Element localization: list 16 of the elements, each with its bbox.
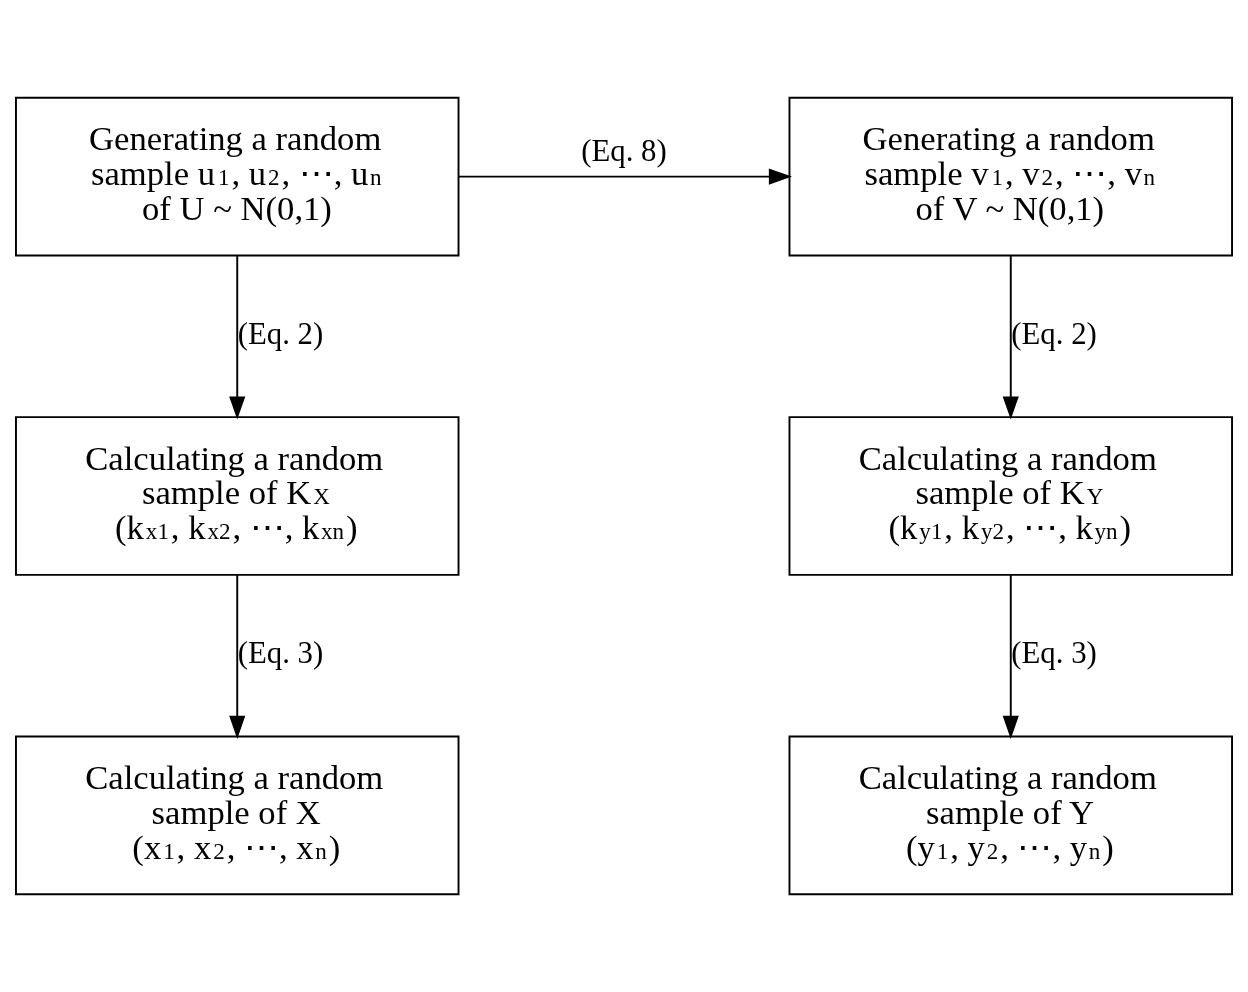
edge-label: (Eq. 2): [237, 316, 324, 351]
node-box: Calculating a random sample of Y (y1, y2, ⋯, yn): [788, 735, 1233, 896]
edge-label: (Eq. 3): [237, 636, 324, 671]
arrow: [1002, 254, 1019, 420]
node-box: Generating a random sample u1, u2, ⋯, un of U ~ N(0,1): [15, 96, 460, 257]
arrow: [457, 168, 792, 185]
node-box: Generating a random sample v1, v2, ⋯, vn of V ~ N(0,1): [788, 96, 1233, 257]
node-box: Calculating a random sample of KX (kx1, kx2, ⋯, kxn): [15, 416, 460, 576]
edge-label: (Eq. 3): [1011, 636, 1097, 671]
arrow: [229, 254, 246, 420]
arrow: [229, 574, 246, 739]
edge-label: (Eq. 2): [1011, 316, 1097, 351]
node-box: Calculating a random sample of KY (ky1, ky2, ⋯, kyn): [788, 416, 1233, 576]
arrow: [1002, 574, 1019, 739]
edge-label: (Eq. 8): [581, 133, 667, 168]
node-box: Calculating a random sample of X (x1, x2, ⋯, xn): [15, 735, 460, 896]
